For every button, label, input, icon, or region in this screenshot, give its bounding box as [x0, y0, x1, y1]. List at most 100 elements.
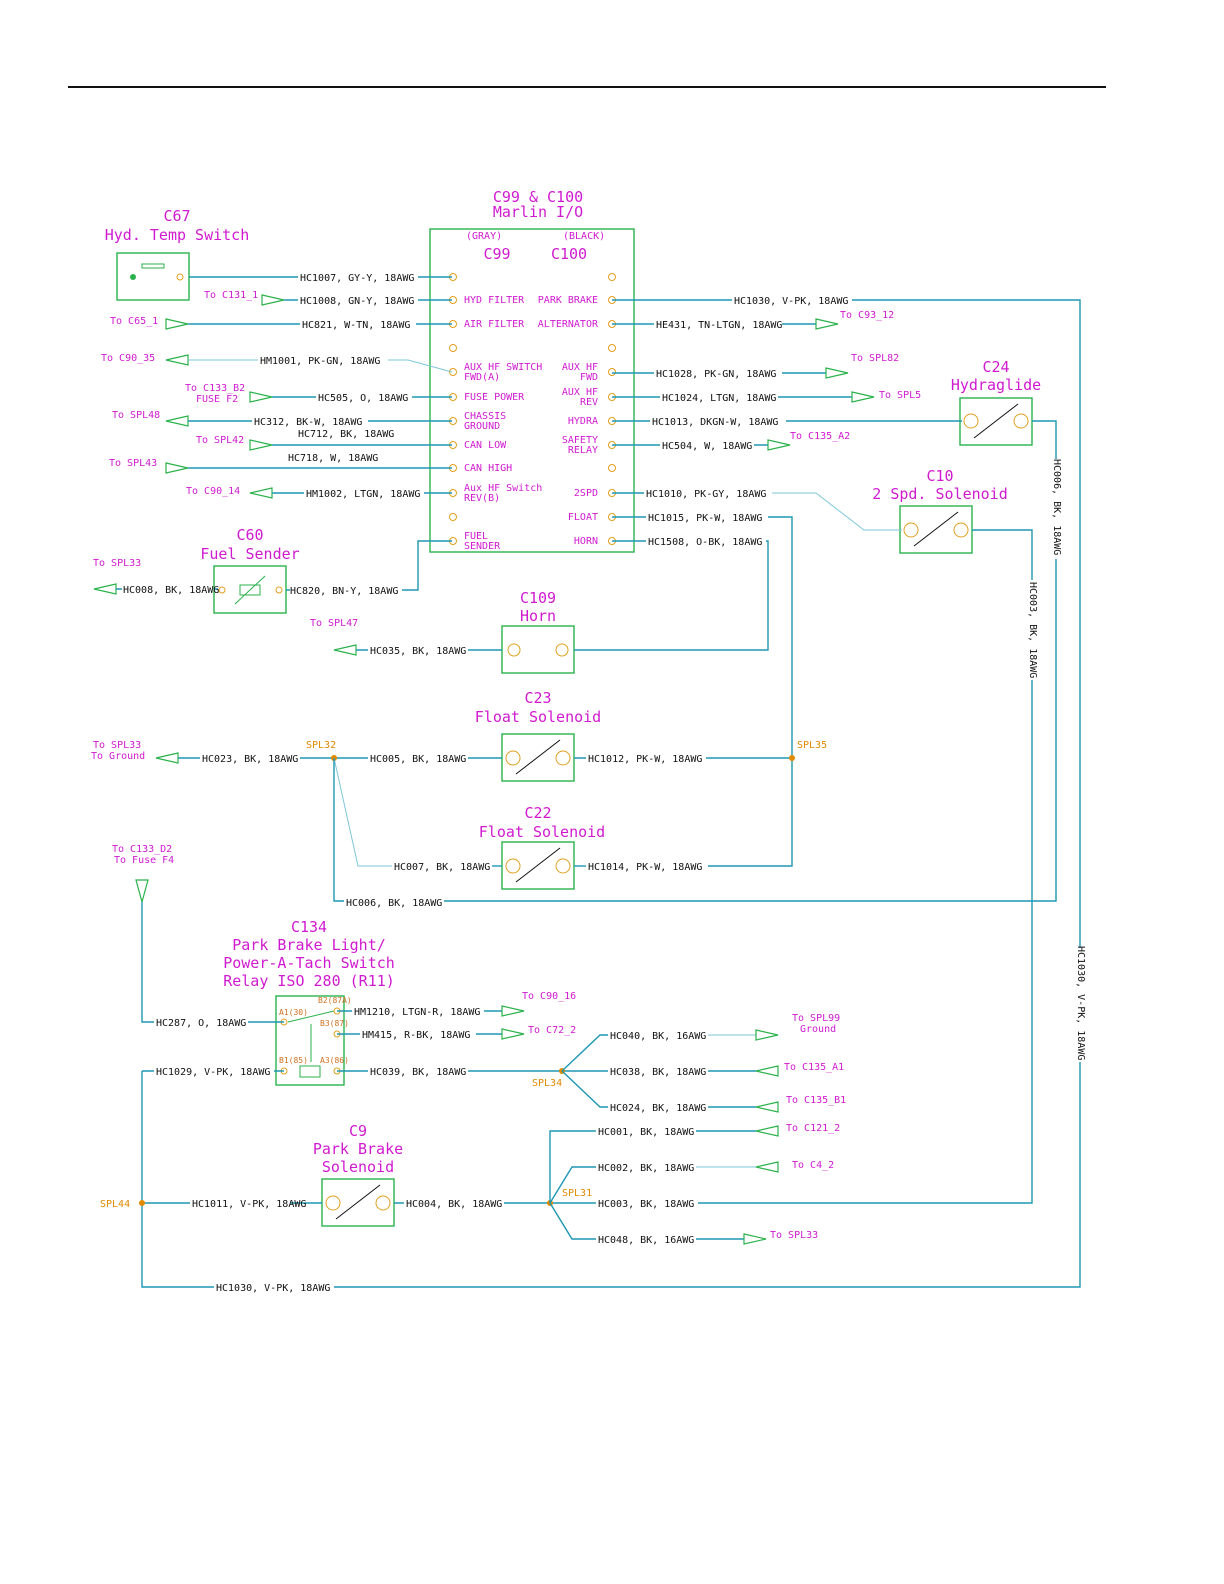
c100-pin-label: AUX HF [562, 362, 598, 373]
splice-spl44: SPL44 [100, 1199, 130, 1210]
c24-id: C24 [982, 358, 1009, 376]
relay-coil-icon [299, 1065, 321, 1078]
component-c10: C10 2 Spd. Solenoid [872, 467, 1008, 554]
wire-hc006-drop [333, 758, 344, 902]
variable-resistor-icon [239, 584, 261, 596]
thermal-sensor-icon [130, 274, 136, 280]
c100-pin [608, 344, 616, 352]
connector-arrow-icon [743, 1233, 767, 1245]
c100-pin-label: ALTERNATOR [538, 319, 599, 330]
dest-c133-d2: To C133_D2 [112, 844, 172, 855]
dest-spl33-bot: To SPL33 [770, 1230, 818, 1241]
relay-pin-b1: B1(85) [279, 1056, 308, 1065]
dest-c90-14: To C90_14 [186, 486, 240, 497]
c109-body [501, 625, 575, 674]
c99-pin-label: CAN LOW [464, 440, 507, 451]
c60-pin-1 [218, 586, 226, 594]
c100-pin [608, 368, 616, 376]
c109-id: C109 [520, 589, 556, 607]
connector-arrow-icon [249, 439, 273, 451]
wire-hc003-vertical-label: HC003, BK, 18AWG [1027, 582, 1038, 678]
component-c134: C134 Park Brake Light/ Power-A-Tach Swit… [223, 918, 395, 1086]
wire-hc001 [549, 1130, 756, 1203]
wire-hc1010-lead [772, 492, 902, 531]
relay-pin-b3: B3(87) [320, 1019, 349, 1028]
wire-hc505-label: HC505, O, 18AWG [318, 393, 408, 404]
wire-hc1013-label: HC1013, DKGN-W, 18AWG [652, 417, 778, 428]
relay-pin-b2: B2(87A) [318, 996, 352, 1005]
wire-hc504-label: HC504, W, 18AWG [662, 441, 752, 452]
dest-c135-a1: To C135_A1 [784, 1062, 844, 1073]
splice-spl32: SPL32 [306, 740, 336, 751]
wire-hc712-label: HC712, BK, 18AWG [298, 429, 394, 440]
dest-c131-1: To C131_1 [204, 290, 258, 301]
wire-hc008-label: HC008, BK, 18AWG [123, 585, 219, 596]
component-c109: C109 Horn [501, 589, 575, 674]
wire-hc1024-label: HC1024, LTGN, 18AWG [662, 393, 776, 404]
c24-name: Hydraglide [951, 376, 1041, 394]
dest-c135-b1: To C135_B1 [786, 1095, 846, 1106]
wire-hm1002-label: HM1002, LTGN, 18AWG [306, 489, 420, 500]
wire-hc1508 [574, 540, 769, 651]
horn-terminal-1 [507, 643, 521, 657]
component-c23: C23 Float Solenoid [475, 689, 601, 782]
relay-switch-arm-icon [287, 1010, 335, 1023]
connector-arrow-icon [165, 462, 189, 474]
connector-subtitle: Marlin I/O [493, 203, 583, 221]
wire-hc1012-label: HC1012, PK-W, 18AWG [588, 754, 702, 765]
wire-hc1011-label: HC1011, V-PK, 18AWG [192, 1199, 306, 1210]
c23-id: C23 [524, 689, 551, 707]
c9-id: C9 [349, 1122, 367, 1140]
component-c67: C67 Hyd. Temp Switch [105, 207, 249, 301]
c22-pin-1 [505, 858, 521, 874]
wire-hc006-label: HC006, BK, 18AWG [346, 898, 442, 909]
dest-spl33-top: To SPL33 [93, 558, 141, 569]
wire-hc1030-bottom-label: HC1030, V-PK, 18AWG [216, 1283, 330, 1294]
wires-middle: To SPL47 HC035, BK, 18AWG To SPL33 To Gr… [91, 618, 827, 902]
wire-hc040-branch [561, 1034, 608, 1072]
c67-id: C67 [163, 207, 190, 225]
relay-pin-a1: A1(30) [279, 1008, 308, 1017]
wire-hm1210-label: HM1210, LTGN-R, 18AWG [354, 1007, 480, 1018]
c100-pin-label: HORN [574, 536, 598, 547]
connector-c99-c100: C99 & C100 Marlin I/O (GRAY) (BLACK) C99… [429, 188, 635, 553]
dest-spl5: To SPL5 [879, 390, 921, 401]
connector-arrow-icon [755, 1101, 779, 1113]
c67-body [116, 252, 190, 301]
wire-hc821-label: HC821, W-TN, 18AWG [302, 320, 410, 331]
c10-pin-2 [953, 522, 969, 538]
wire-hc002-label: HC002, BK, 18AWG [598, 1163, 694, 1174]
c99-pin [449, 344, 457, 352]
component-c60: C60 Fuel Sender [200, 526, 300, 614]
dest-c4-2: To C4_2 [792, 1160, 834, 1171]
connector-arrow-icon [165, 415, 189, 427]
c100-label: C100 [551, 245, 587, 263]
c99-label: C99 [483, 245, 510, 263]
dest-c93-12: To C93_12 [840, 310, 894, 321]
wire-hc002-branch [549, 1166, 596, 1204]
c23-pin-2 [555, 750, 571, 766]
wire-hc1029-hc1011 [141, 1071, 214, 1288]
wire-hc1028-label: HC1028, PK-GN, 18AWG [656, 369, 776, 380]
component-c24: C24 Hydraglide [951, 358, 1041, 446]
wires-bottom: To C133_D2 To Fuse F4 HC287, O, 18AWG HM… [100, 844, 846, 1294]
c100-pin-label: 2SPD [574, 488, 598, 499]
c22-pin-2 [555, 858, 571, 874]
c100-pin-label: REV [580, 397, 598, 408]
wire-hc820-label: HC820, BN-Y, 18AWG [290, 586, 398, 597]
solenoid-coil-icon [973, 403, 1019, 439]
c67-pin [176, 273, 184, 281]
c9-name-line-1: Park Brake [313, 1140, 403, 1158]
c99-pin-label: REV(B) [464, 493, 500, 504]
connector-arrow-icon [261, 294, 285, 306]
c23-pin-1 [505, 750, 521, 766]
wire-hc024-label: HC024, BK, 18AWG [610, 1103, 706, 1114]
dest-spl47: To SPL47 [310, 618, 358, 629]
c134-name-line-3: Relay ISO 280 (R11) [223, 972, 395, 990]
connector-arrow-icon [501, 1005, 525, 1017]
switch-contact-icon [141, 263, 165, 269]
c99-pin-label: AUX HF SWITCH [464, 362, 542, 373]
solenoid-coil-icon [515, 739, 561, 775]
